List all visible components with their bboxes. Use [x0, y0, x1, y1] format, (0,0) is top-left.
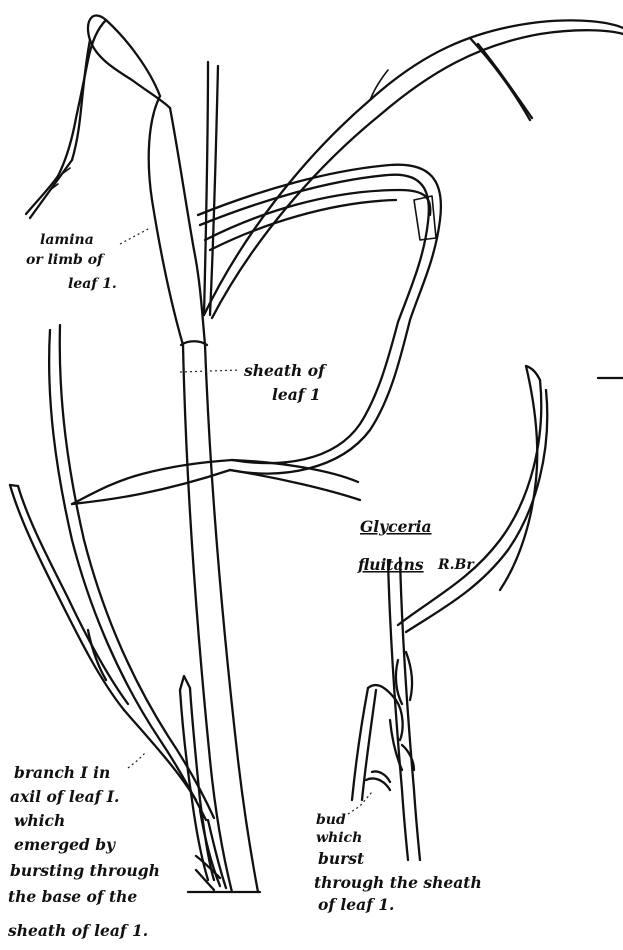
branch-label-line-3: which [14, 811, 65, 830]
lamina-label-line-1: lamina [40, 232, 94, 248]
branch-label-line-4: emerged by [14, 835, 116, 854]
sheath-label-line-1: sheath of [244, 361, 327, 380]
bud-label-line-4: through the sheath [314, 873, 482, 892]
branch-label-line-1: branch I in [14, 763, 110, 782]
twisted-loop-leaf [72, 165, 441, 504]
lamina-label-line-3: leaf 1. [68, 276, 117, 292]
label-lamina: lamina or limb of leaf 1. [26, 232, 117, 292]
lower-crossing-leaf [230, 460, 360, 500]
main-plant [26, 16, 623, 892]
sheath-label-line-2: leaf 1 [272, 385, 321, 404]
species-epithet: fluitans [357, 555, 424, 574]
sheath-leaf-1 [149, 96, 205, 345]
branch-label-line-2: axil of leaf I. [10, 787, 119, 806]
branch-label-line-5: bursting through [10, 861, 160, 880]
label-species: Glyceria fluitans R.Br. [357, 517, 477, 574]
lamina-label-line-2: or limb of [26, 252, 106, 268]
right-plant [352, 366, 547, 860]
leader-lines [120, 228, 372, 814]
label-bud: bud which burst through the sheath of le… [314, 812, 482, 914]
bud-label-line-3: burst [318, 849, 365, 868]
label-sheath: sheath of leaf 1 [244, 361, 327, 404]
species-author: R.Br. [437, 557, 477, 573]
arching-leaf-upper [204, 20, 623, 318]
bud-label-line-2: which [316, 830, 362, 846]
label-branch: branch I in axil of leaf I. which emerge… [8, 763, 160, 940]
bud-label-line-1: bud [316, 812, 346, 828]
branch-label-line-6: the base of the [8, 887, 137, 906]
bud-label-line-5: of leaf 1. [318, 895, 394, 914]
species-genus: Glyceria [360, 517, 432, 536]
inner-stalk [204, 62, 218, 315]
lamina-leaf-1 [26, 16, 170, 218]
branch-label-line-7: sheath of leaf 1. [8, 921, 148, 940]
